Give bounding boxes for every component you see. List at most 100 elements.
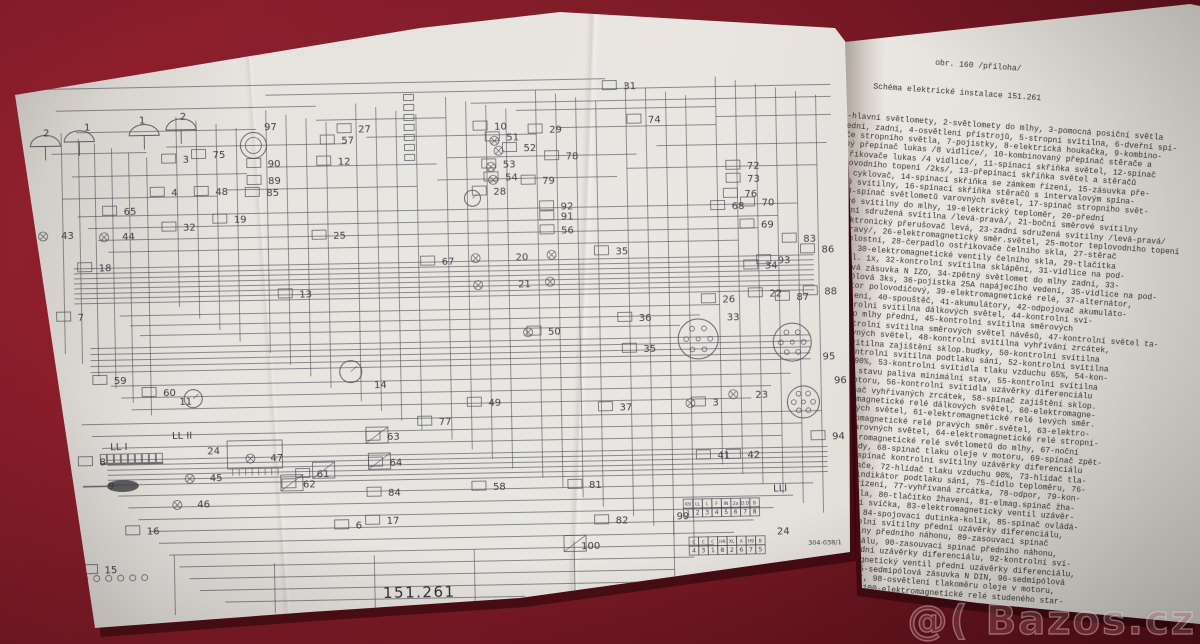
component-number: 25 xyxy=(333,231,346,242)
component-number: LLI xyxy=(773,483,787,494)
component-number: 52 xyxy=(523,143,536,154)
svg-text:2a: 2a xyxy=(733,501,739,507)
component-number: 43 xyxy=(61,231,74,242)
component-number: 29 xyxy=(549,125,562,136)
component-number: 35 xyxy=(643,344,656,355)
component-number: 16 xyxy=(147,526,160,537)
component-number: 72 xyxy=(747,161,760,172)
component-number: 14 xyxy=(374,380,387,391)
component-number: 84 xyxy=(388,488,401,499)
svg-text:4: 4 xyxy=(715,509,719,516)
component-number: 57 xyxy=(341,136,354,147)
component-number: 1 xyxy=(84,123,91,134)
component-number: 17 xyxy=(387,516,400,527)
component-number: 44 xyxy=(122,232,135,243)
component-number: 21 xyxy=(518,279,531,290)
svg-text:5: 5 xyxy=(758,546,762,553)
svg-text:D.D: D.D xyxy=(741,500,750,506)
bazos-watermark: @( Bazos.cz xyxy=(907,597,1196,644)
component-number: 83 xyxy=(803,234,816,245)
svg-text:C: C xyxy=(702,539,705,545)
component-number: 33 xyxy=(727,312,740,323)
svg-text:6: 6 xyxy=(734,509,738,516)
component-number: 9 xyxy=(108,481,115,492)
svg-text:IN: IN xyxy=(724,501,729,507)
component-number: 88 xyxy=(824,286,837,297)
svg-text:XL: XL xyxy=(729,539,735,545)
svg-text:H9: H9 xyxy=(719,539,725,545)
svg-text:C: C xyxy=(711,539,714,545)
component-number: 91 xyxy=(561,211,574,222)
component-number: 28 xyxy=(493,187,506,198)
component-number: 12 xyxy=(338,157,351,168)
svg-text:L: L xyxy=(706,501,709,507)
component-number: 62 xyxy=(303,479,316,490)
component-number: 95 xyxy=(822,351,835,362)
svg-text:7: 7 xyxy=(749,546,753,553)
doc-number: 304-038/1 xyxy=(808,538,842,547)
svg-text:LL: LL xyxy=(695,501,701,507)
component-number: 99 xyxy=(677,511,690,522)
component-number: 51 xyxy=(506,132,519,143)
component-number: 86 xyxy=(821,244,834,255)
component-number: 2 xyxy=(43,128,50,139)
component-number: 20 xyxy=(516,252,529,263)
component-number: 82 xyxy=(616,515,629,526)
component-number: 54 xyxy=(505,172,518,183)
figure-caption: obr. 160 /příloha/ xyxy=(934,58,1022,74)
component-number: 75 xyxy=(212,150,225,161)
component-number: 92 xyxy=(561,201,574,212)
component-number: 34 xyxy=(765,260,778,271)
component-number: 42 xyxy=(747,450,760,461)
svg-text:5: 5 xyxy=(724,509,728,516)
component-number: 49 xyxy=(488,398,501,409)
component-number: 89 xyxy=(268,176,281,187)
component-number: 50 xyxy=(548,327,561,338)
component-number: 24 xyxy=(777,526,790,537)
svg-text:C: C xyxy=(692,540,695,546)
svg-text:A: A xyxy=(740,539,744,545)
component-number: 19 xyxy=(234,215,247,226)
component-number: 13 xyxy=(299,289,312,300)
component-number: 70 xyxy=(762,197,775,208)
component-number: 87 xyxy=(796,292,809,303)
component-number: 31 xyxy=(623,81,636,92)
component-number: 6 xyxy=(356,520,363,531)
component-number: 96 xyxy=(834,375,847,386)
component-number: 53 xyxy=(503,159,516,170)
svg-text:4: 4 xyxy=(692,548,696,555)
component-number: 41 xyxy=(717,450,730,461)
component-number: 37 xyxy=(619,402,632,413)
schematic-title: Schéma elektrické instalace 151.261 xyxy=(873,82,1042,104)
svg-text:K9: K9 xyxy=(685,502,691,508)
component-number: 18 xyxy=(99,263,112,274)
component-number: 56 xyxy=(561,225,574,236)
component-number: 48 xyxy=(215,187,228,198)
component-number: 74 xyxy=(648,115,661,126)
component-number: 27 xyxy=(358,124,371,135)
component-number: 4 xyxy=(171,188,178,199)
component-number: 77 xyxy=(439,417,452,428)
component-number: 78 xyxy=(566,151,579,162)
component-number: 15 xyxy=(104,565,117,576)
component-number: 36 xyxy=(639,313,652,324)
component-number: 85 xyxy=(266,188,279,199)
svg-text:1: 1 xyxy=(686,510,690,517)
svg-text:H9: H9 xyxy=(748,538,754,544)
component-number: 3 xyxy=(183,155,190,166)
component-number: 7 xyxy=(78,313,85,324)
component-number: 3 xyxy=(712,398,719,409)
svg-text:F: F xyxy=(715,501,718,507)
component-number: 58 xyxy=(493,482,506,493)
component-number: 2 xyxy=(180,112,187,123)
component-number: 47 xyxy=(270,453,283,464)
component-number: 24 xyxy=(207,446,220,457)
component-number: 67 xyxy=(442,257,455,268)
component-number: 65 xyxy=(124,207,137,218)
svg-text:B: B xyxy=(759,538,762,544)
component-number: 35 xyxy=(615,246,628,257)
component-number: 26 xyxy=(722,294,735,305)
component-number: 90 xyxy=(268,159,281,170)
